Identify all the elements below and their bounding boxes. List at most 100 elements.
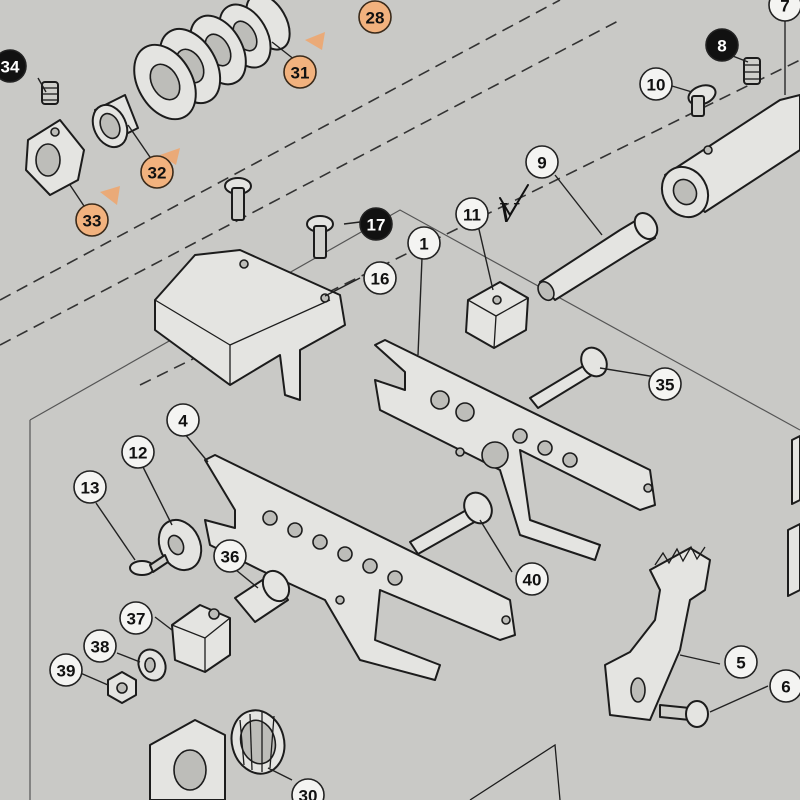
callout-number: 34 xyxy=(1,58,20,77)
callout-9: 9 xyxy=(525,145,559,179)
callout-number: 9 xyxy=(537,154,546,173)
callout-circle xyxy=(119,601,153,635)
housing-block-bottom xyxy=(149,719,226,800)
callout-number: 36 xyxy=(221,548,240,567)
callout-36: 36 xyxy=(213,539,247,573)
screw-above-cover xyxy=(224,177,252,221)
callout-circle xyxy=(49,653,83,687)
callout-16: 16 xyxy=(363,261,397,295)
callout-10: 10 xyxy=(639,67,673,101)
callout-number: 31 xyxy=(291,64,310,83)
callout-34: 34 xyxy=(0,49,27,83)
callout-number: 6 xyxy=(781,678,790,697)
callout-5: 5 xyxy=(724,645,758,679)
screw-part-40 xyxy=(409,491,493,555)
callout-number: 12 xyxy=(129,444,148,463)
screw-part-13 xyxy=(129,554,169,576)
callout-number: 5 xyxy=(736,654,745,673)
collar-part-33 xyxy=(25,119,85,196)
handwritten-check-mark xyxy=(499,184,529,217)
callout-35: 35 xyxy=(648,367,682,401)
callout-number: 39 xyxy=(57,662,76,681)
block-part-11 xyxy=(465,281,529,349)
screw-part-6 xyxy=(659,700,709,728)
callout-number: 16 xyxy=(371,270,390,289)
washer-part-38 xyxy=(137,648,167,682)
callout-circle xyxy=(769,669,800,703)
lever-arm-part-1 xyxy=(374,339,656,561)
callout-12: 12 xyxy=(121,435,155,469)
callout-circle xyxy=(768,0,800,22)
callout-circle xyxy=(166,403,200,437)
callout-number: 11 xyxy=(463,206,481,225)
callout-number: 35 xyxy=(656,376,675,395)
screw-part-17 xyxy=(306,215,334,259)
set-screw-part-8 xyxy=(743,57,761,85)
callout-number: 30 xyxy=(299,787,318,800)
callout-number: 13 xyxy=(81,479,100,498)
set-screw-part-34 xyxy=(41,81,59,105)
handwritten-mark-text: V xyxy=(499,199,520,229)
callout-number: 10 xyxy=(647,76,666,95)
callout-32: 32 xyxy=(140,155,174,189)
callout-circle xyxy=(363,261,397,295)
callout-number: 4 xyxy=(178,412,188,431)
callout-number: 37 xyxy=(127,610,146,629)
callout-circle xyxy=(525,145,559,179)
callout-11: 11 xyxy=(455,197,489,231)
callout-38: 38 xyxy=(83,629,117,663)
callout-number: 17 xyxy=(367,216,386,235)
callout-number: 28 xyxy=(366,9,385,28)
callout-number: 40 xyxy=(523,571,542,590)
callout-8: 8 xyxy=(705,28,739,62)
callout-33: 33 xyxy=(75,203,109,237)
callout-28: 28 xyxy=(358,0,392,34)
right-edge-parts xyxy=(469,435,800,800)
callout-circle xyxy=(83,629,117,663)
callout-circle xyxy=(358,0,392,34)
bushing-part-36 xyxy=(234,569,291,623)
screw-part-35 xyxy=(529,346,608,409)
callout-31: 31 xyxy=(283,55,317,89)
spring-washer-stack xyxy=(133,0,291,121)
callout-circle xyxy=(639,67,673,101)
callout-number: 38 xyxy=(91,638,110,657)
callout-number: 7 xyxy=(780,0,789,16)
callout-circle xyxy=(455,197,489,231)
callout-circle xyxy=(283,55,317,89)
callout-circle xyxy=(705,28,739,62)
callout-circle xyxy=(0,49,27,83)
lever-arm-part-4 xyxy=(204,454,516,681)
callout-circle xyxy=(140,155,174,189)
bearing-part-30 xyxy=(230,709,286,775)
callout-circle xyxy=(291,778,325,800)
callout-37: 37 xyxy=(119,601,153,635)
callout-17: 17 xyxy=(359,207,393,241)
callout-6: 6 xyxy=(769,669,800,703)
bushing-part-32 xyxy=(91,94,139,149)
callout-4: 4 xyxy=(166,403,200,437)
callout-circle xyxy=(724,645,758,679)
callout-number: 32 xyxy=(148,164,167,183)
washer-part-12 xyxy=(157,518,203,572)
callout-13: 13 xyxy=(73,470,107,504)
block-part-37 xyxy=(171,604,231,673)
callout-30: 30 xyxy=(291,778,325,800)
callout-number: 33 xyxy=(83,212,102,231)
callout-circle xyxy=(648,367,682,401)
callout-circle xyxy=(73,470,107,504)
nut-part-39 xyxy=(107,671,137,704)
callout-circle xyxy=(75,203,109,237)
highlight-marks xyxy=(100,32,325,205)
pin-part-9 xyxy=(537,211,659,302)
callout-number: 1 xyxy=(419,235,428,254)
callout-circle xyxy=(121,435,155,469)
callout-circle xyxy=(213,539,247,573)
screw-part-10 xyxy=(687,84,717,117)
callout-circle xyxy=(407,226,441,260)
callout-39: 39 xyxy=(49,653,83,687)
cover-plate-part-16 xyxy=(154,249,346,401)
